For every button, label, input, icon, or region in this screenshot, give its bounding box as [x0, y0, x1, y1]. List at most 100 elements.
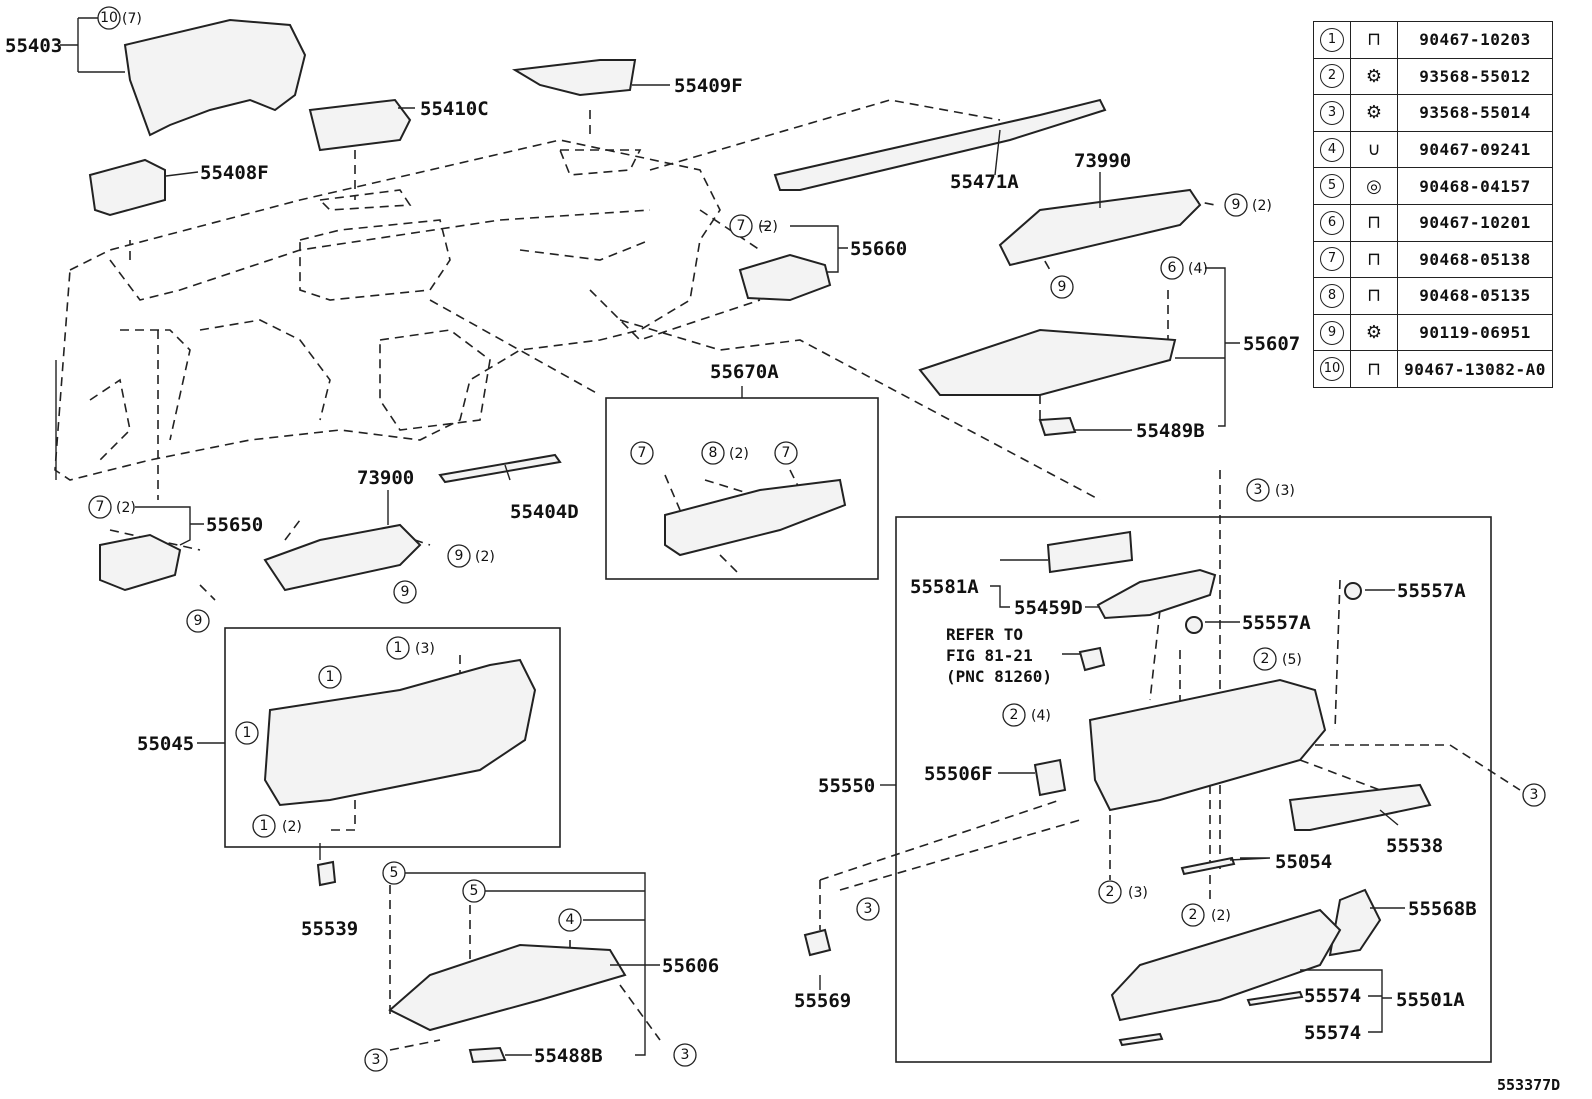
callout-1: 1 — [326, 669, 335, 685]
label-55409F: 55409F — [674, 75, 743, 97]
label-55538: 55538 — [1386, 835, 1443, 857]
callout-9: 9 — [1058, 279, 1067, 295]
label-55506F: 55506F — [924, 763, 993, 785]
screw-icon: ⚙ — [1365, 102, 1383, 124]
legend-callout: 9 — [1313, 313, 1351, 352]
legend-row: 4∪90467-09241 — [1313, 130, 1553, 169]
lower-cover-frame — [224, 627, 561, 848]
qty-2: (2) — [1211, 908, 1231, 924]
legend-callout-number: 10 — [1320, 357, 1344, 382]
callout-5: 5 — [390, 865, 399, 881]
leader-dashes — [109, 99, 1521, 1051]
callout-2: 2 — [1106, 884, 1115, 900]
legend-icon-cell: ◎ — [1350, 167, 1398, 205]
qty-3: (3) — [415, 641, 435, 657]
note-fig-ref: FIG 81-21 — [946, 646, 1033, 665]
callout-3: 3 — [372, 1052, 381, 1068]
legend-callout-number: 1 — [1320, 27, 1344, 52]
passenger-bracket-part — [998, 188, 1202, 267]
label-55410C: 55410C — [420, 98, 489, 120]
meter-hood-part — [123, 18, 307, 137]
lower-cover-part — [263, 658, 537, 807]
label-55459D: 55459D — [1014, 597, 1083, 619]
clip-icon: ◎ — [1366, 175, 1382, 197]
qty-2: (2) — [758, 219, 778, 235]
qty-2: (2) — [116, 500, 136, 516]
clip-icon: ⊓ — [1366, 285, 1382, 307]
label-55581A: 55581A — [910, 576, 979, 598]
callout-1: 1 — [394, 640, 403, 656]
label-plate-part — [1046, 530, 1134, 574]
callout-3: 3 — [1530, 787, 1539, 803]
clip-icon: ⊓ — [1366, 358, 1382, 380]
under-cover-part — [388, 943, 627, 1032]
label-55660: 55660 — [850, 238, 907, 260]
callout-6: 6 — [1168, 260, 1177, 276]
center-vent-part — [664, 478, 847, 557]
legend-callout: 1 — [1313, 21, 1351, 59]
legend-part-number: 90468-04157 — [1397, 167, 1553, 205]
legend-icon-cell: ⊓ — [1350, 21, 1398, 59]
clip-icon: ⊓ — [1366, 248, 1382, 270]
legend-row: 9⚙90119-06951 — [1313, 313, 1553, 352]
screw-icon: ⚙ — [1365, 322, 1383, 344]
left-vent-part — [99, 533, 182, 592]
lock-part — [1078, 646, 1106, 672]
rod-part — [1180, 856, 1236, 876]
legend-part-number: 90467-09241 — [1397, 130, 1553, 169]
callout-2: 2 — [1010, 707, 1019, 723]
legend-icon-cell: ⚙ — [1350, 313, 1398, 352]
qty-2: (2) — [282, 819, 302, 835]
label-55670A: 55670A — [710, 361, 779, 383]
clip-icon: ⊓ — [1366, 212, 1382, 234]
legend-part-number: 90467-10203 — [1397, 21, 1553, 59]
label-55607: 55607 — [1243, 333, 1300, 355]
hinge-part — [1328, 888, 1382, 957]
qty-4: (4) — [1188, 261, 1208, 277]
pin-part — [1118, 1032, 1164, 1047]
damper-part — [1288, 783, 1432, 831]
callout-10: 10 — [100, 10, 118, 26]
label-55650: 55650 — [206, 514, 263, 536]
under-pad-part — [468, 1046, 507, 1064]
qty-4: (4) — [1031, 708, 1051, 724]
figure-id: 553377D — [1497, 1076, 1561, 1094]
legend-callout-number: 8 — [1320, 283, 1344, 308]
switch-part — [1033, 758, 1067, 797]
legend-part-number: 90468-05138 — [1397, 240, 1553, 279]
legend-callout: 6 — [1313, 203, 1351, 242]
callout-3: 3 — [864, 901, 873, 917]
legend-icon-cell: ⊓ — [1350, 203, 1398, 242]
upper-panel-part — [511, 59, 637, 97]
callout-4: 4 — [566, 912, 575, 928]
label-55539: 55539 — [301, 918, 358, 940]
legend-callout-number: 6 — [1320, 210, 1344, 235]
legend-callout-number: 7 — [1320, 247, 1344, 272]
label-55574: 55574 — [1304, 1022, 1361, 1044]
label-55408F: 55408F — [200, 162, 269, 184]
legend-callout-number: 3 — [1320, 100, 1344, 125]
legend-icon-cell: ∪ — [1350, 130, 1398, 169]
legend-callout-number: 5 — [1320, 174, 1344, 199]
note-pnc-ref: (PNC 81260) — [946, 667, 1052, 686]
legend-part-number: 93568-55014 — [1397, 94, 1553, 132]
label-55489B: 55489B — [1136, 420, 1205, 442]
glovebox-door-part — [1110, 908, 1342, 1022]
lower-panel-part — [918, 328, 1177, 396]
legend-row: 10⊓90467-13082-A0 — [1313, 350, 1553, 388]
qty-7: (7) — [122, 11, 142, 27]
legend-callout-number: 2 — [1320, 64, 1344, 89]
glovebox-frame — [895, 516, 1492, 1063]
legend-row: 1⊓90467-10203 — [1313, 21, 1553, 59]
glovebox-housing-part — [1088, 678, 1327, 812]
legend-row: 5 ◎ 90468-04157 — [1313, 167, 1553, 205]
label-55569: 55569 — [794, 990, 851, 1012]
legend-callout: 10 — [1313, 350, 1351, 388]
callout-9: 9 — [1232, 197, 1241, 213]
legend-callout: 2 — [1313, 57, 1351, 96]
label-55403: 55403 — [5, 35, 62, 57]
callout-5: 5 — [470, 883, 479, 899]
callout-2: 2 — [1189, 907, 1198, 923]
